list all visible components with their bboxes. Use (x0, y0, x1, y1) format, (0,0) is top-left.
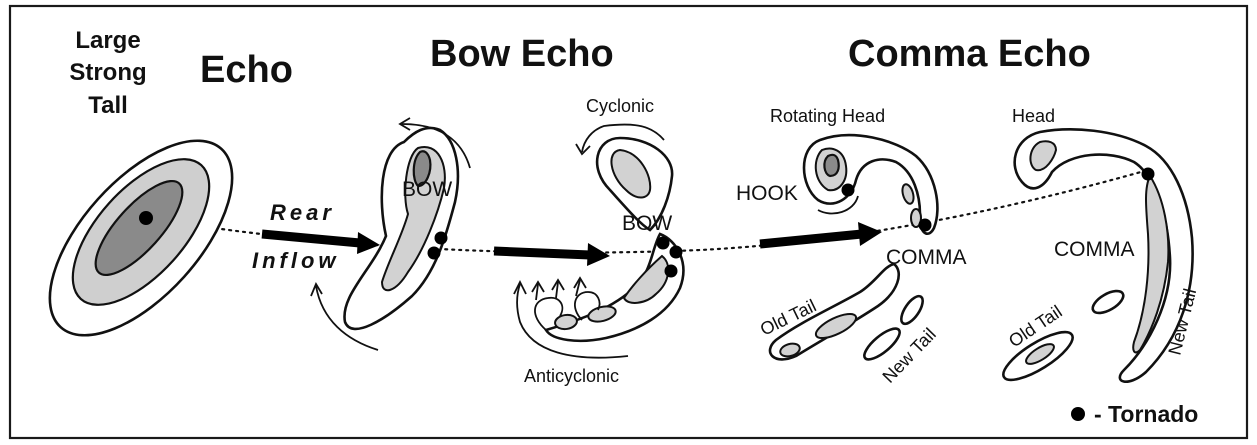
legend-tornado-dot (1071, 407, 1085, 421)
inflow-arrow-3 (760, 222, 882, 246)
inflow-arrowhead (858, 222, 882, 246)
comma1-new-tail-cell (897, 293, 927, 327)
label-anticyclonic: Anticyclonic (524, 366, 619, 386)
label-tall: Tall (88, 92, 128, 119)
label-large: Large (75, 27, 140, 54)
inflow-arrow-2 (494, 243, 610, 266)
inflow-arrow-shaft (494, 251, 590, 255)
tornado-marker (139, 211, 153, 225)
anticyclonic-flow-arrowhead (514, 282, 526, 294)
tornado-marker (1142, 168, 1155, 181)
tornado-marker (919, 219, 932, 232)
comma1-head-inner-core (824, 155, 838, 176)
legend: - Tornado (1071, 401, 1198, 427)
label-echo: Echo (200, 49, 293, 91)
tornado-marker (665, 265, 678, 278)
bow-label-2: BOW (622, 212, 672, 235)
tornado-marker (428, 247, 441, 260)
rear-inflow-arrowhead (357, 232, 380, 254)
comma-label-2: COMMA (1054, 238, 1135, 261)
bow-label-1: BOW (402, 178, 452, 201)
tornado-marker (435, 232, 448, 245)
label-rear: Rear (270, 200, 335, 225)
tornado-marker (670, 246, 683, 259)
comma1-cell (900, 183, 915, 205)
large-echo-stage (18, 110, 265, 366)
label-hook: HOOK (736, 182, 798, 205)
label-head: Head (1012, 106, 1055, 126)
title-bow-echo: Bow Echo (430, 33, 614, 75)
comma2-isolated-cell (1089, 287, 1126, 318)
bow-echo-2 (514, 125, 683, 358)
rear-inflow-arrow-shaft (262, 234, 360, 243)
bow-echo-1 (311, 118, 470, 350)
title-comma-echo: Comma Echo (848, 33, 1091, 75)
tornado-marker (842, 184, 855, 197)
inflow-arrowhead (587, 243, 610, 266)
tornado-marker (657, 237, 670, 250)
label-strong: Strong (69, 59, 146, 86)
label-cyclonic: Cyclonic (586, 96, 654, 116)
comma-label-1: COMMA (886, 246, 967, 269)
inflow-arrow-shaft (760, 234, 862, 244)
legend-tornado-label: - Tornado (1094, 401, 1198, 427)
label-inflow: Inflow (252, 248, 340, 273)
label-rotating-head: Rotating Head (770, 106, 885, 126)
